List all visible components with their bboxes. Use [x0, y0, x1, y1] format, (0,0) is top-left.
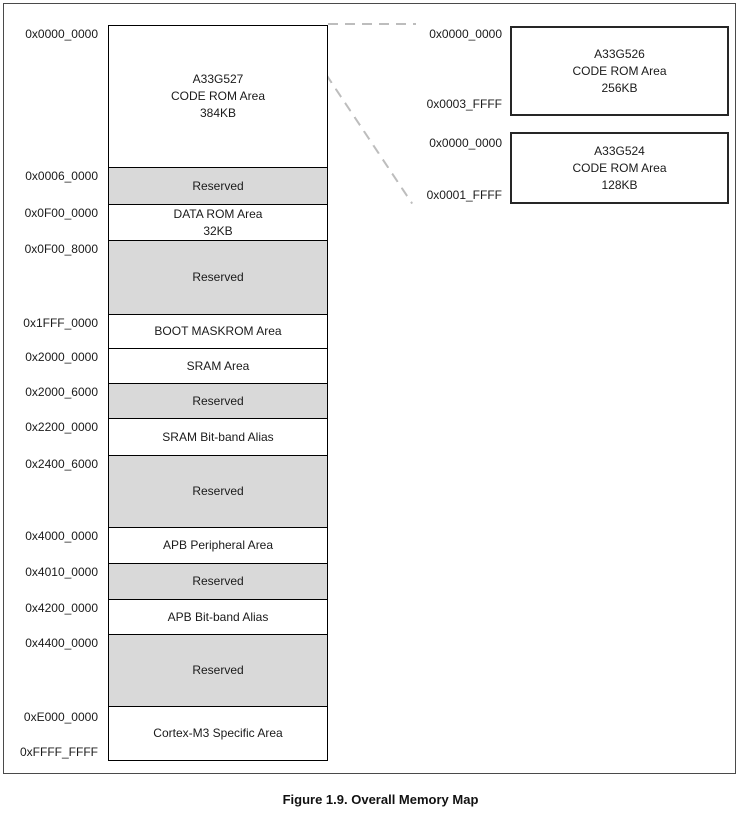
region-a33g527-code-rom: A33G527 CODE ROM Area 384KB — [108, 25, 328, 168]
region-sram-bitband: SRAM Bit-band Alias — [108, 418, 328, 456]
address-label: 0x4200_0000 — [25, 601, 98, 615]
region-subtitle: CODE ROM Area — [572, 160, 667, 175]
region-boot-maskrom: BOOT MASKROM Area — [108, 314, 328, 349]
address-label: 0x4010_0000 — [25, 565, 98, 579]
address-label: 0xE000_0000 — [23, 710, 98, 724]
region-subtitle: CODE ROM Area — [170, 89, 266, 103]
region-title: Reserved — [192, 484, 244, 498]
region-size: 256KB — [601, 80, 638, 95]
region-reserved-3: Reserved — [108, 383, 328, 419]
region-reserved-1: Reserved — [108, 167, 328, 205]
address-label: 0x4000_0000 — [25, 529, 98, 543]
region-reserved-5: Reserved — [108, 563, 328, 600]
address-label: 0x2200_0000 — [25, 420, 98, 434]
address-label-end: 0xFFFF_FFFF — [20, 745, 98, 759]
region-title: Reserved — [192, 393, 244, 408]
region-size: 32KB — [203, 223, 233, 238]
region-title: A33G524 — [594, 143, 645, 158]
address-label: 0x0000_0000 — [429, 27, 502, 41]
region-title: SRAM Bit-band Alias — [162, 429, 274, 444]
region-reserved-6: Reserved — [108, 634, 328, 707]
address-label: 0x0000_0000 — [429, 136, 502, 150]
address-label: 0x4400_0000 — [25, 636, 98, 650]
region-title: Reserved — [192, 663, 244, 677]
region-title: Reserved — [192, 574, 244, 588]
figure-caption: Figure 1.9. Overall Memory Map — [282, 792, 479, 807]
region-title: APB Bit-band Alias — [167, 609, 269, 624]
address-label: 0x2400_6000 — [25, 457, 98, 471]
region-title: BOOT MASKROM Area — [154, 324, 282, 338]
address-label: 0x2000_0000 — [25, 350, 98, 364]
region-size: 384KB — [199, 106, 237, 120]
region-subtitle: CODE ROM Area — [572, 63, 667, 78]
region-title: SRAM Area — [186, 358, 250, 373]
address-label: 0x1FFF_0000 — [23, 316, 98, 330]
region-title: A33G527 — [192, 72, 244, 86]
region-title: DATA ROM Area — [173, 206, 263, 221]
region-reserved-2: Reserved — [108, 240, 328, 315]
diagram-frame — [3, 3, 736, 774]
detail-box-a33g524: A33G524 CODE ROM Area 128KB — [510, 132, 729, 204]
region-apb-peripheral: APB Peripheral Area — [108, 527, 328, 564]
address-label: 0x0001_FFFF — [426, 188, 502, 202]
address-label: 0x0003_FFFF — [426, 97, 502, 111]
address-label: 0x0F00_8000 — [24, 242, 98, 256]
region-title: APB Peripheral Area — [162, 538, 274, 552]
region-apb-bitband: APB Bit-band Alias — [108, 599, 328, 635]
detail-box-a33g526: A33G526 CODE ROM Area 256KB — [510, 26, 729, 116]
address-label: 0x2000_6000 — [25, 385, 98, 399]
address-label: 0x0F00_0000 — [24, 206, 98, 220]
region-title: Cortex-M3 Specific Area — [153, 726, 283, 740]
region-sram: SRAM Area — [108, 348, 328, 384]
region-data-rom: DATA ROM Area 32KB — [108, 204, 328, 241]
region-size: 128KB — [601, 177, 638, 192]
region-title: Reserved — [192, 178, 244, 193]
connector-dashed-line-top — [328, 23, 416, 25]
region-reserved-4: Reserved — [108, 455, 328, 528]
region-title: Reserved — [192, 270, 244, 284]
address-label: 0x0006_0000 — [25, 169, 98, 183]
address-label: 0x0000_0000 — [25, 27, 98, 41]
region-title: A33G526 — [594, 46, 645, 61]
region-cortex-m3: Cortex-M3 Specific Area — [108, 706, 328, 761]
